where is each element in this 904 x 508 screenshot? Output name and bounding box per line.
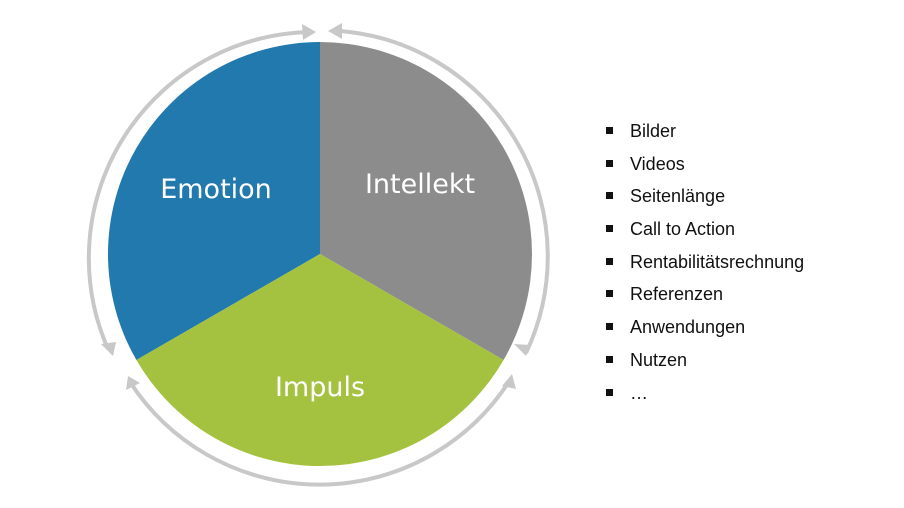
arrowhead-left-down-icon [101,342,116,356]
list-item: … [604,380,804,413]
list-item-label: … [630,382,648,403]
list-item-label: Rentabilitätsrechnung [630,251,805,272]
list-item: Bilder [604,118,804,151]
list-item: Call to Action [604,216,804,249]
cycle-arc-top-left [86,30,313,350]
segment-emotion [107,42,320,360]
arrowhead-right-down-icon [514,344,530,356]
segment-intellekt [320,42,533,360]
cycle-arc-top-right [339,29,550,354]
list-item-label: Bilder [630,121,677,141]
list-item-label: Referenzen [630,284,724,305]
list-item-label: Nutzen [630,349,688,370]
cycle-arrows [86,29,550,487]
list-item-label: Seitenlänge [630,186,726,207]
bullet-square-icon [606,127,613,134]
arrowhead-left-up-icon [126,376,140,390]
arrowhead-top-right-icon [302,24,316,40]
segment-label-emotion: Emotion [160,174,272,205]
bullet-square-icon [606,257,613,265]
list-item: Anwendungen [604,314,804,347]
arrowhead-right-up-icon [502,374,516,389]
bullet-square-icon [606,355,613,363]
list-item-label: Call to Action [630,219,736,240]
segment-label-intellekt: Intellekt [365,169,475,200]
list-item: Referenzen [604,281,804,314]
bullet-square-icon [606,225,613,233]
list-item: Videos [604,151,804,184]
bullet-square-icon [606,290,613,298]
bullet-square-icon [606,323,613,331]
list-item: Nutzen [604,347,804,380]
bullet-square-icon [606,192,613,200]
list-item-label: Videos [630,153,685,174]
segment-impuls [136,254,504,467]
list-item-label: Anwendungen [630,317,746,338]
bullet-square-icon [606,159,613,167]
bullet-square-icon [606,388,613,396]
list-item: Seitenlänge [604,183,804,216]
bullet-list: Bilder Videos Seitenlänge Call to Action… [604,118,804,412]
list-item: Rentabilitätsrechnung [604,249,804,282]
cycle-arc-bottom [128,378,512,487]
cycle-arrowheads [101,23,530,390]
segment-label-impuls: Impuls [275,372,365,403]
arrowhead-top-left-icon [328,23,342,39]
